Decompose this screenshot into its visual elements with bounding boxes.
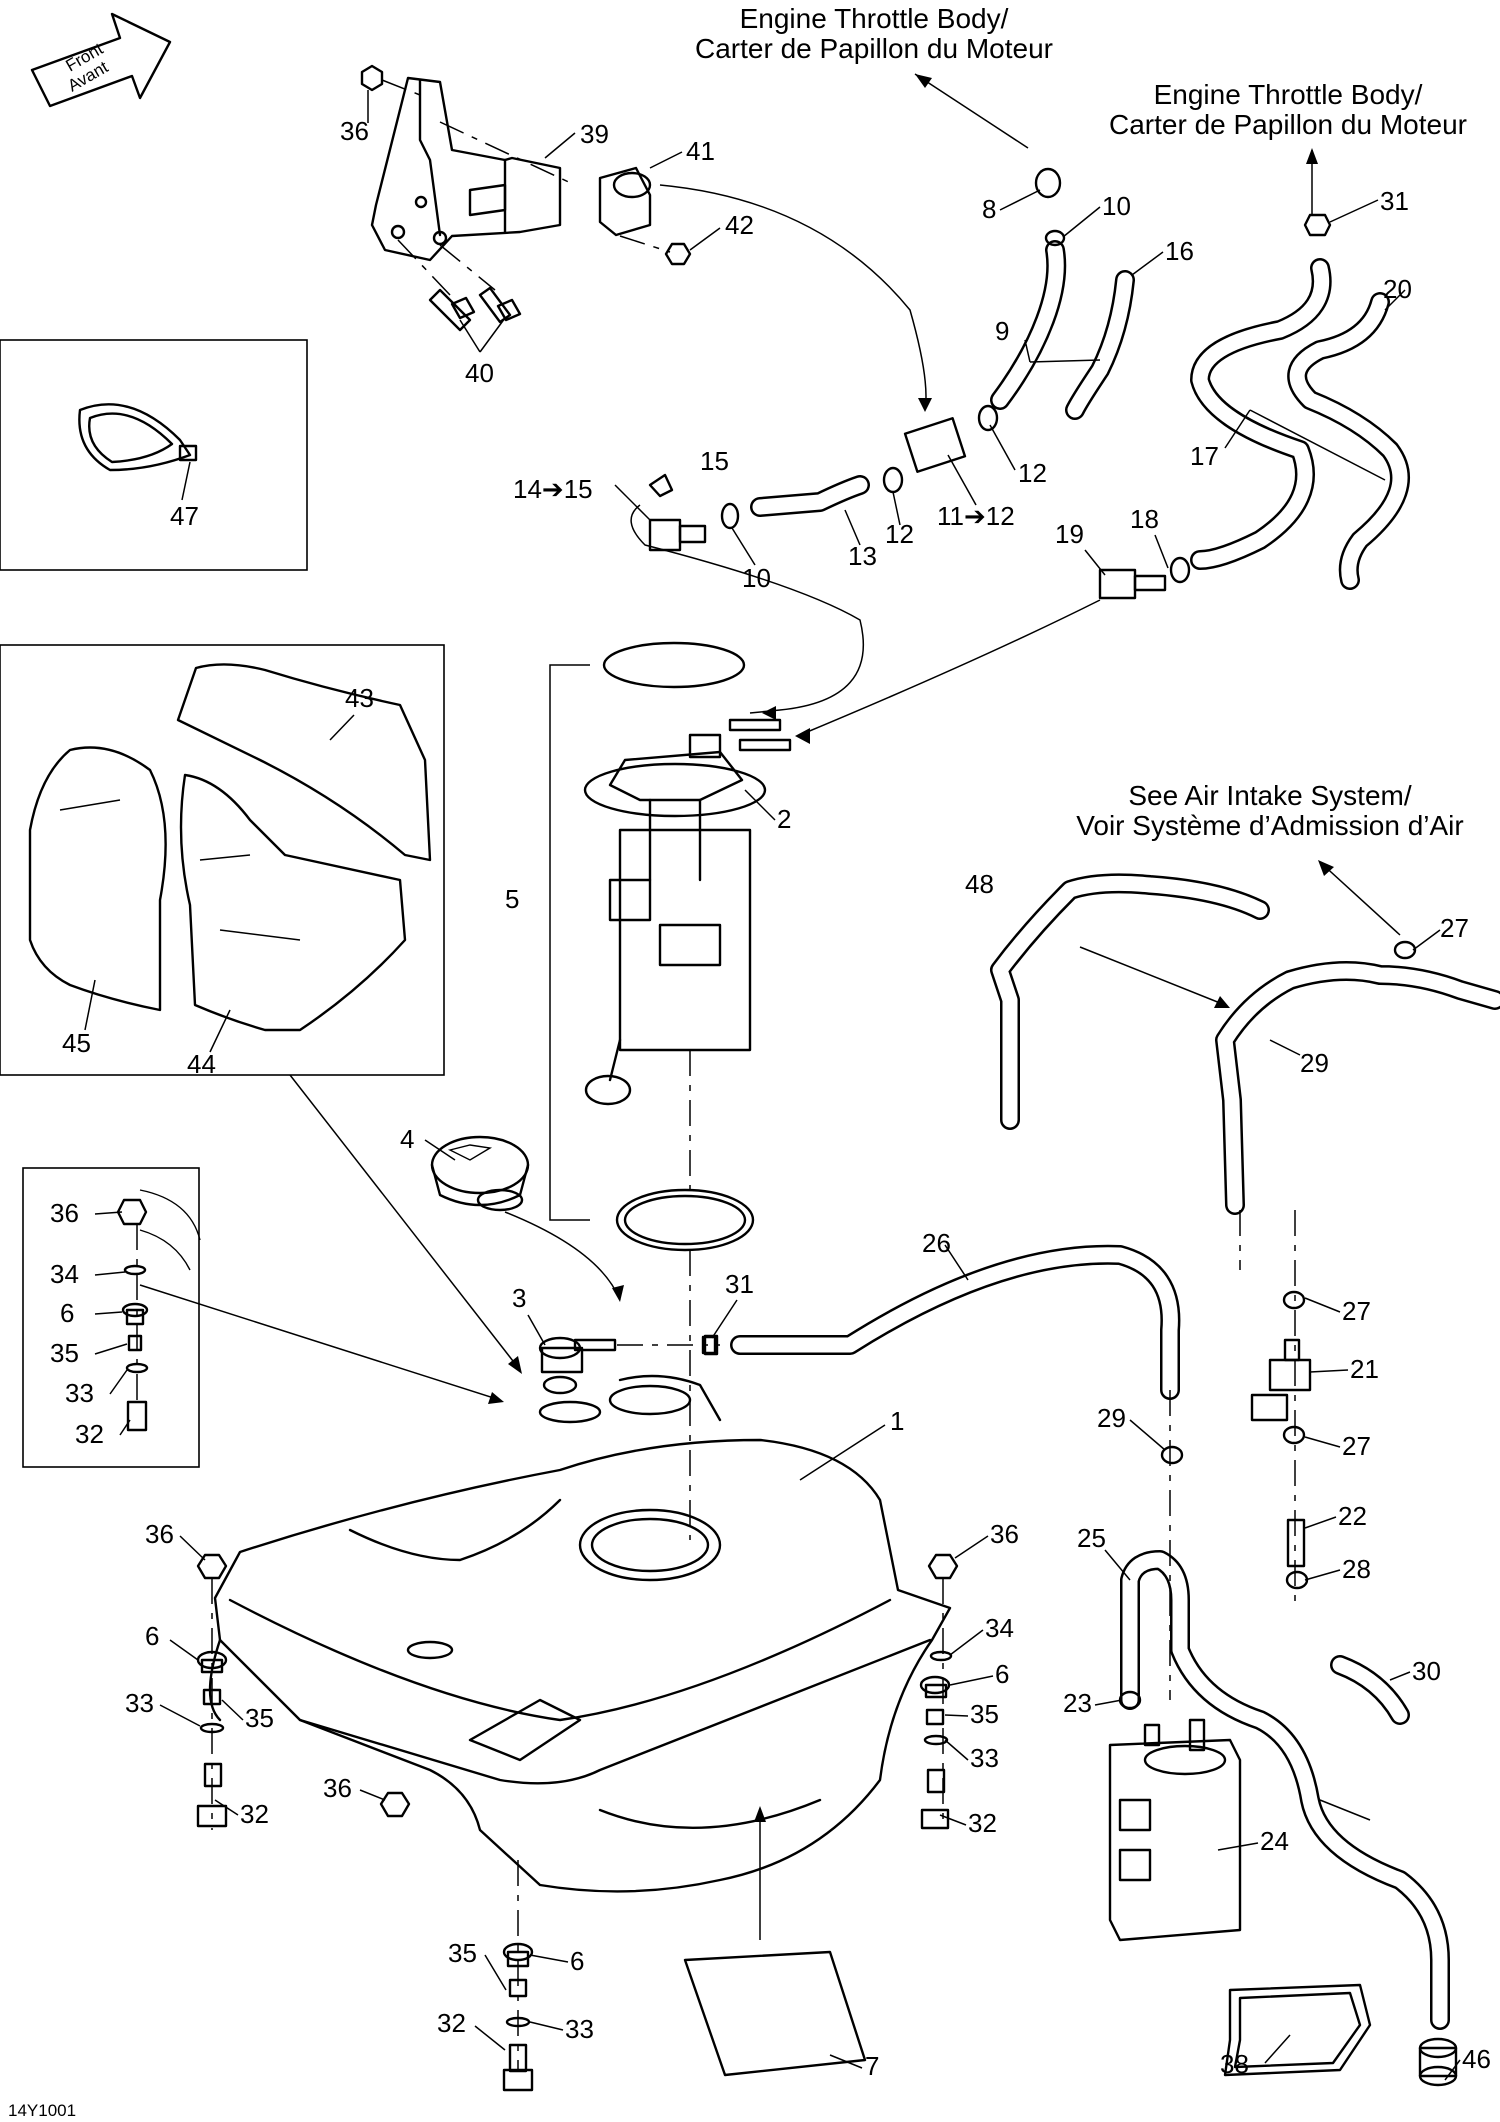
label-15: 15 <box>700 446 729 476</box>
label-39: 39 <box>580 119 609 149</box>
label-19: 19 <box>1055 519 1084 549</box>
air-intake-callout-line2: Voir Système d’Admission d’Air <box>1076 810 1463 841</box>
drawing-id: 14Y1001 <box>8 2101 76 2120</box>
pad-7 <box>683 1950 867 2077</box>
label-34-inset: 34 <box>50 1259 79 1289</box>
label-30: 30 <box>1412 1656 1441 1686</box>
label-33-right: 33 <box>970 1743 999 1773</box>
inset-box-heat-shields <box>0 644 445 1076</box>
label-7: 7 <box>865 2051 879 2081</box>
label-35-bottom: 35 <box>448 1938 477 1968</box>
bracket-assembly <box>360 64 692 332</box>
label-35-left: 35 <box>245 1703 274 1733</box>
label-6-bottom: 6 <box>570 1946 584 1976</box>
label-33-bottom: 33 <box>565 2014 594 2044</box>
label-27-a: 27 <box>1342 1296 1371 1326</box>
label-25: 25 <box>1077 1523 1106 1553</box>
label-16: 16 <box>1165 236 1194 266</box>
tank-mount-left <box>196 1553 228 1830</box>
label-17: 17 <box>1190 441 1219 471</box>
label-29-right: 29 <box>1300 1048 1329 1078</box>
heat-shields <box>28 663 432 1032</box>
label-10-top: 10 <box>1102 191 1131 221</box>
label-35-right: 35 <box>970 1699 999 1729</box>
throttle-body-callout-line1: Engine Throttle Body/ <box>740 3 1009 34</box>
tank-mount-bottom <box>379 1791 534 2092</box>
filler-neck-3 <box>538 1334 720 1395</box>
label-36-bottom: 36 <box>323 1773 352 1803</box>
label-1: 1 <box>890 1406 904 1436</box>
air-intake-callout-line1: See Air Intake System/ <box>1128 780 1411 811</box>
strap-38 <box>1223 1983 1372 2077</box>
label-2: 2 <box>777 804 791 834</box>
label-21: 21 <box>1350 1354 1379 1384</box>
label-24: 24 <box>1260 1826 1289 1856</box>
label-6-right: 6 <box>995 1659 1009 1689</box>
label-38: 38 <box>1220 2049 1249 2079</box>
label-31-mid: 31 <box>725 1269 754 1299</box>
grommet-46 <box>1418 2037 1458 2087</box>
label-27-top: 27 <box>1440 913 1469 943</box>
label-41: 41 <box>686 136 715 166</box>
label-36-inset: 36 <box>50 1198 79 1228</box>
label-34-right: 34 <box>985 1613 1014 1643</box>
label-23: 23 <box>1063 1688 1092 1718</box>
label-45: 45 <box>62 1028 91 1058</box>
label-42: 42 <box>725 210 754 240</box>
label-32-bottom: 32 <box>437 2008 466 2038</box>
label-33-inset: 33 <box>65 1378 94 1408</box>
label-4: 4 <box>400 1124 414 1154</box>
label-32-inset: 32 <box>75 1419 104 1449</box>
callout-arrows <box>914 73 1401 936</box>
label-12-right: 12 <box>1018 458 1047 488</box>
clamp-47 <box>78 403 198 472</box>
label-14to15: 14➔15 <box>513 474 593 504</box>
label-3: 3 <box>512 1283 526 1313</box>
label-10-mid: 10 <box>742 563 771 593</box>
label-43: 43 <box>345 683 374 713</box>
label-18: 18 <box>1130 504 1159 534</box>
front-arrow-icon: Front Avant <box>30 12 172 108</box>
fuel-tank <box>208 1374 952 1893</box>
label-33-left: 33 <box>125 1688 154 1718</box>
label-8: 8 <box>982 194 996 224</box>
label-27-b: 27 <box>1342 1431 1371 1461</box>
label-31-top: 31 <box>1380 186 1409 216</box>
fuel-pump-module <box>549 641 792 1540</box>
label-36-left: 36 <box>145 1519 174 1549</box>
label-leaders <box>84 90 1461 2081</box>
tank-mount-right <box>919 1553 959 1830</box>
label-6-left: 6 <box>145 1621 159 1651</box>
label-28: 28 <box>1342 1554 1371 1584</box>
label-22: 22 <box>1338 1501 1367 1531</box>
label-40: 40 <box>465 358 494 388</box>
label-13: 13 <box>848 541 877 571</box>
charcoal-canister <box>1108 1718 1242 1942</box>
throttle-body-callout-line2: Carter de Papillon du Moteur <box>695 33 1053 64</box>
label-36-right: 36 <box>990 1519 1019 1549</box>
throttle-body-callout2-line1: Engine Throttle Body/ <box>1154 79 1423 110</box>
hoses <box>730 240 1500 2030</box>
label-36-top: 36 <box>340 116 369 146</box>
label-11to12: 11➔12 <box>937 501 1015 531</box>
label-32-left: 32 <box>240 1799 269 1829</box>
inset-box-mount-hardware <box>22 1167 200 1468</box>
label-47: 47 <box>170 501 199 531</box>
label-48: 48 <box>965 869 994 899</box>
label-5: 5 <box>505 884 519 914</box>
label-44: 44 <box>187 1049 216 1079</box>
label-6-inset: 6 <box>60 1298 74 1328</box>
fuel-cap <box>430 1135 530 1212</box>
label-46: 46 <box>1462 2044 1491 2074</box>
label-26: 26 <box>922 1228 951 1258</box>
throttle-body-callout2-line2: Carter de Papillon du Moteur <box>1109 109 1467 140</box>
label-35-inset: 35 <box>50 1338 79 1368</box>
label-9: 9 <box>995 316 1009 346</box>
label-20: 20 <box>1383 274 1412 304</box>
label-29-left: 29 <box>1097 1403 1126 1433</box>
label-32-right: 32 <box>968 1808 997 1838</box>
